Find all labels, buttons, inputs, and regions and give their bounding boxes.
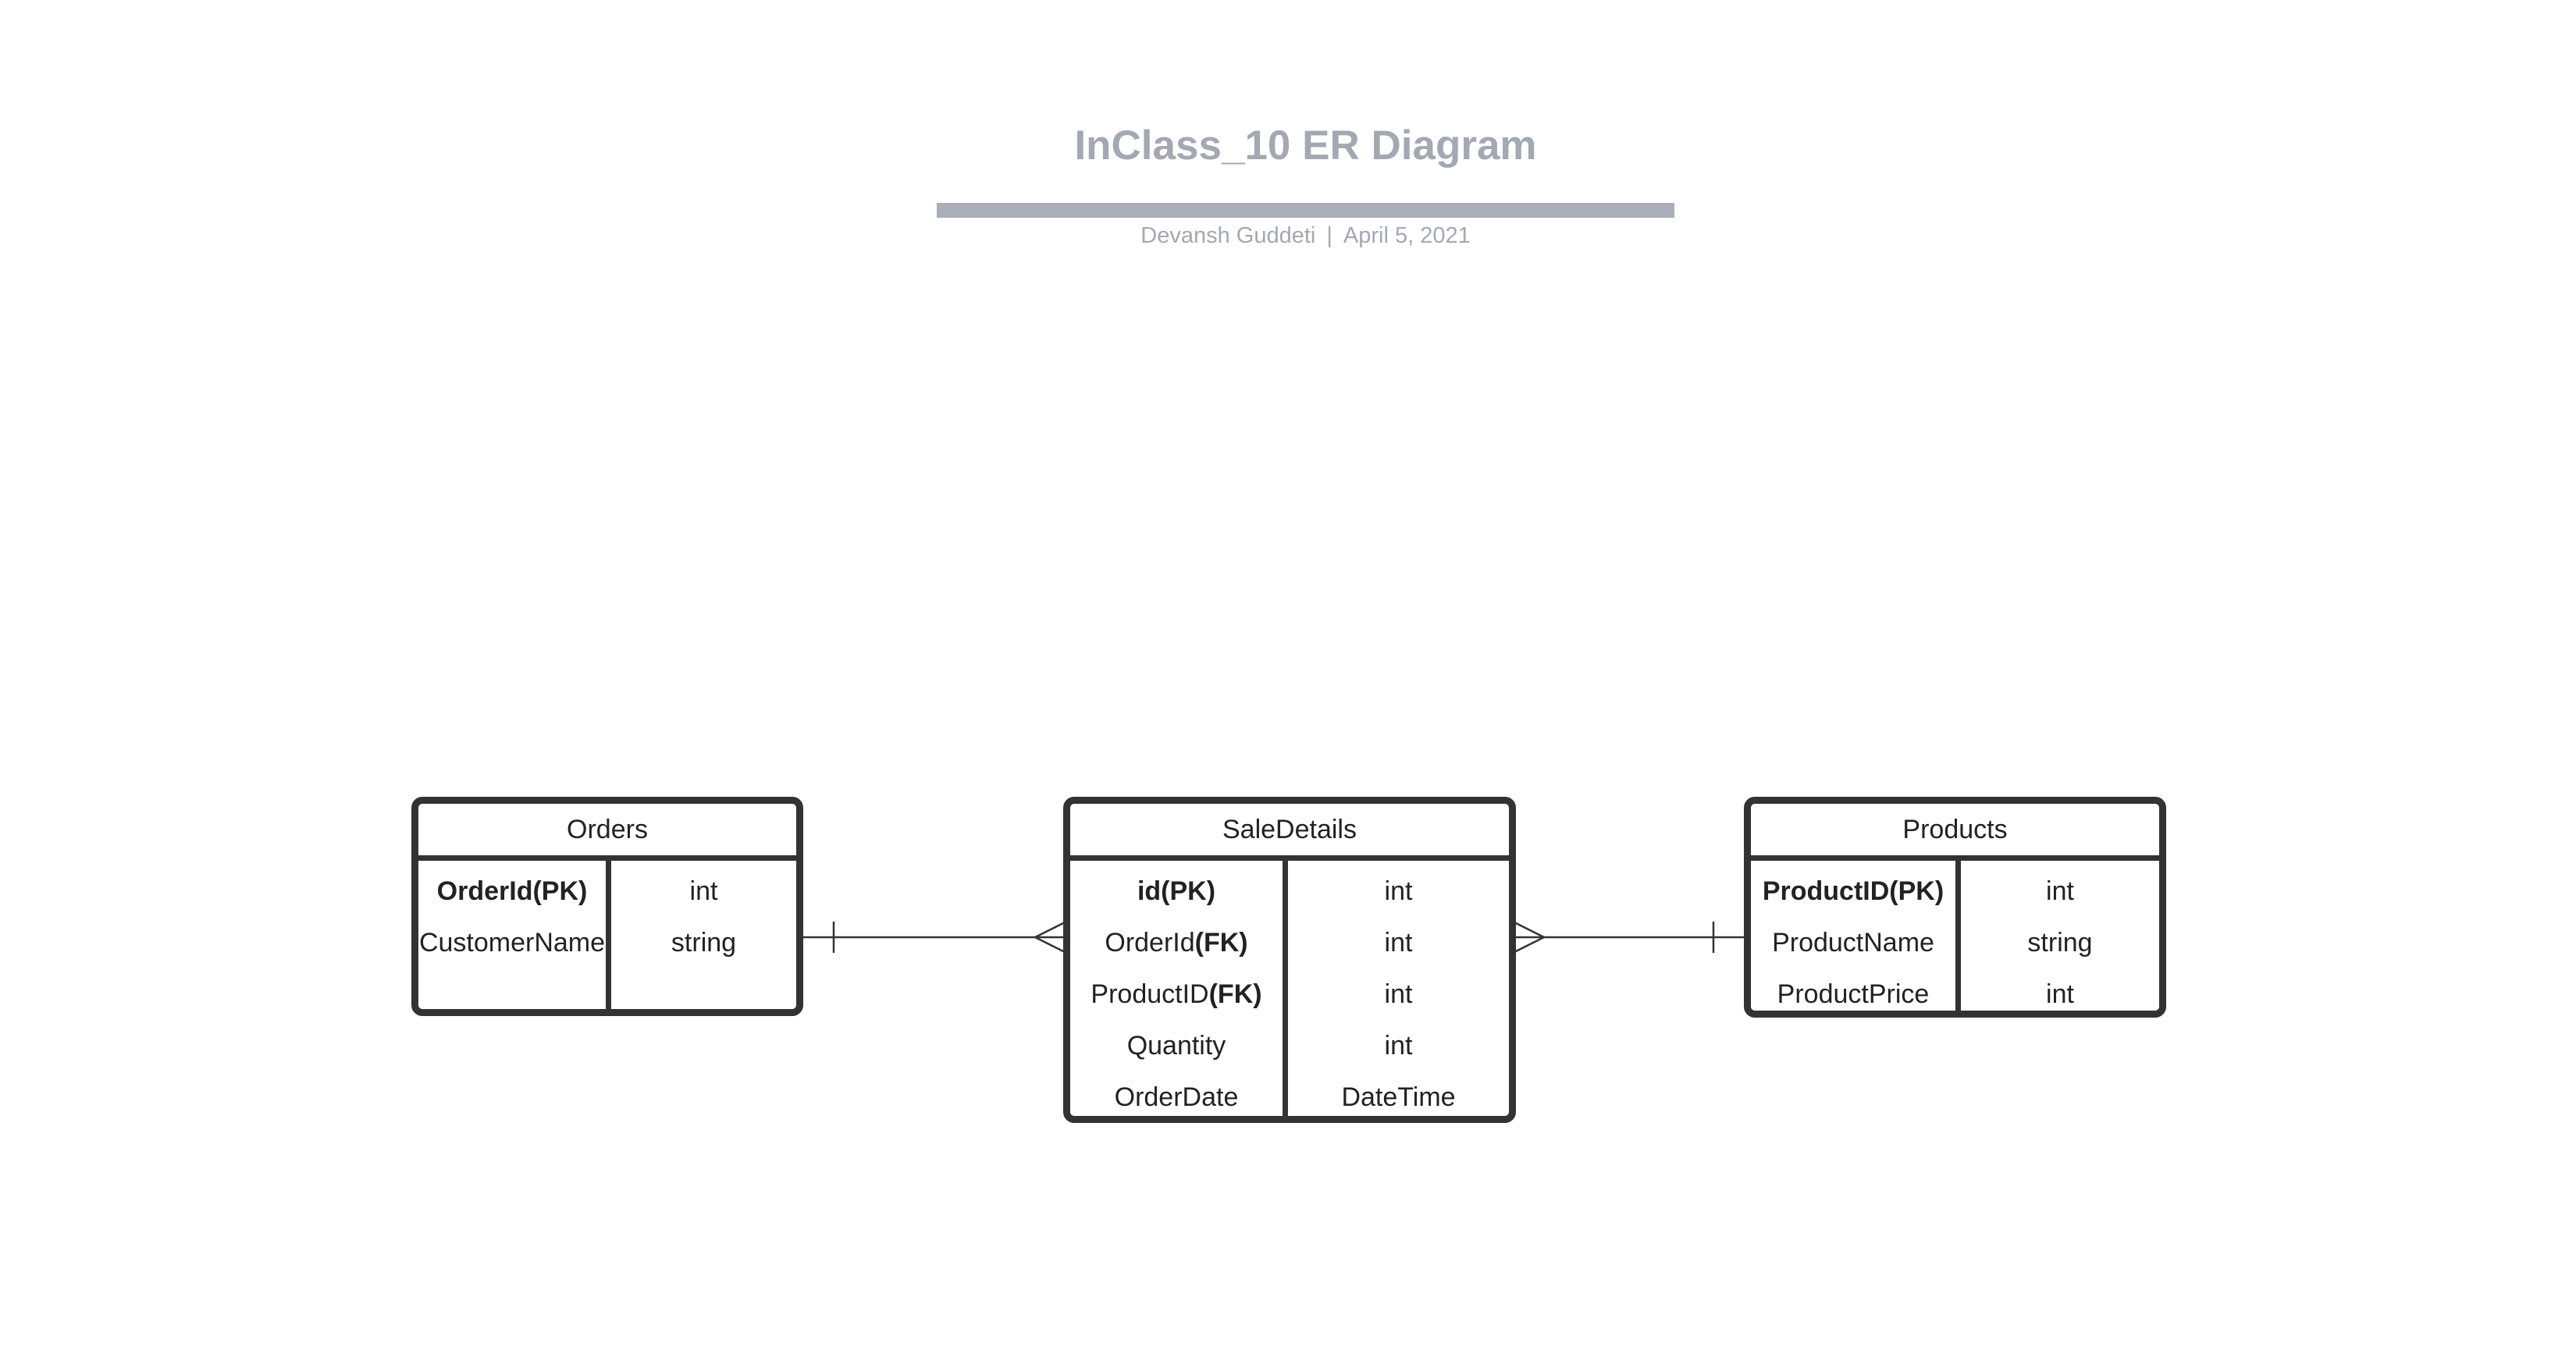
author-name: Devansh Guddeti (1140, 223, 1316, 248)
entity-orders-header: Orders (418, 804, 796, 861)
crowfoot-lower-saledetails (1034, 936, 1067, 954)
crowfoot-upper-saledetails (1034, 920, 1067, 939)
relationship-orders-saledetails (802, 920, 1067, 954)
relationship-saledetails-products (1512, 920, 1747, 954)
field-name: ProductID(FK) (1070, 968, 1283, 1020)
field-name-text: OrderId (1105, 927, 1195, 958)
foreign-key-marker: (FK) (1208, 979, 1262, 1009)
field-type: int (2046, 876, 2074, 906)
field-name: ProductID(PK) (1762, 876, 1944, 906)
subtitle-separator: | (1326, 223, 1332, 248)
field-name: OrderDate (1114, 1082, 1239, 1112)
field-type: DateTime (1341, 1082, 1456, 1112)
diagram-title: InClass_10 ER Diagram (1074, 123, 1537, 169)
field-type: int (1384, 1030, 1413, 1061)
field-name: Quantity (1126, 1030, 1226, 1061)
field-type: int (1384, 876, 1413, 906)
title-underline-bar (937, 203, 1674, 218)
field-type: string (2027, 927, 2093, 958)
field-name: id(PK) (1137, 876, 1216, 906)
diagram-date: April 5, 2021 (1343, 223, 1471, 248)
field-name: OrderId(PK) (436, 876, 588, 906)
foreign-key-marker: (FK) (1194, 927, 1248, 958)
column-divider (606, 861, 611, 1009)
column-divider (1283, 861, 1288, 1116)
entity-products[interactable]: Products ProductID(PK) int ProductName s… (1744, 797, 2166, 1018)
field-type: int (1384, 927, 1413, 958)
crowfoot-lower-products-side (1512, 936, 1545, 954)
diagram-subtitle: Devansh Guddeti | April 5, 2021 (937, 223, 1674, 249)
entity-orders[interactable]: Orders OrderId(PK) int CustomerName stri… (411, 797, 803, 1016)
entity-saledetails-header: SaleDetails (1070, 804, 1509, 861)
field-type: int (2046, 979, 2074, 1009)
entity-products-header: Products (1751, 804, 2159, 861)
column-divider (1955, 861, 1961, 1011)
field-type: int (1384, 979, 1413, 1009)
entity-saledetails[interactable]: SaleDetails id(PK) int OrderId(FK) int P… (1063, 797, 1516, 1123)
crowfoot-upper-products-side (1512, 920, 1545, 939)
field-name-text: ProductID (1091, 979, 1209, 1009)
field-name: OrderId(FK) (1070, 917, 1283, 968)
field-name: CustomerName (418, 927, 606, 958)
field-name: ProductPrice (1777, 979, 1930, 1009)
field-name: ProductName (1772, 927, 1934, 958)
field-type: string (671, 927, 737, 958)
field-type: int (689, 876, 718, 906)
